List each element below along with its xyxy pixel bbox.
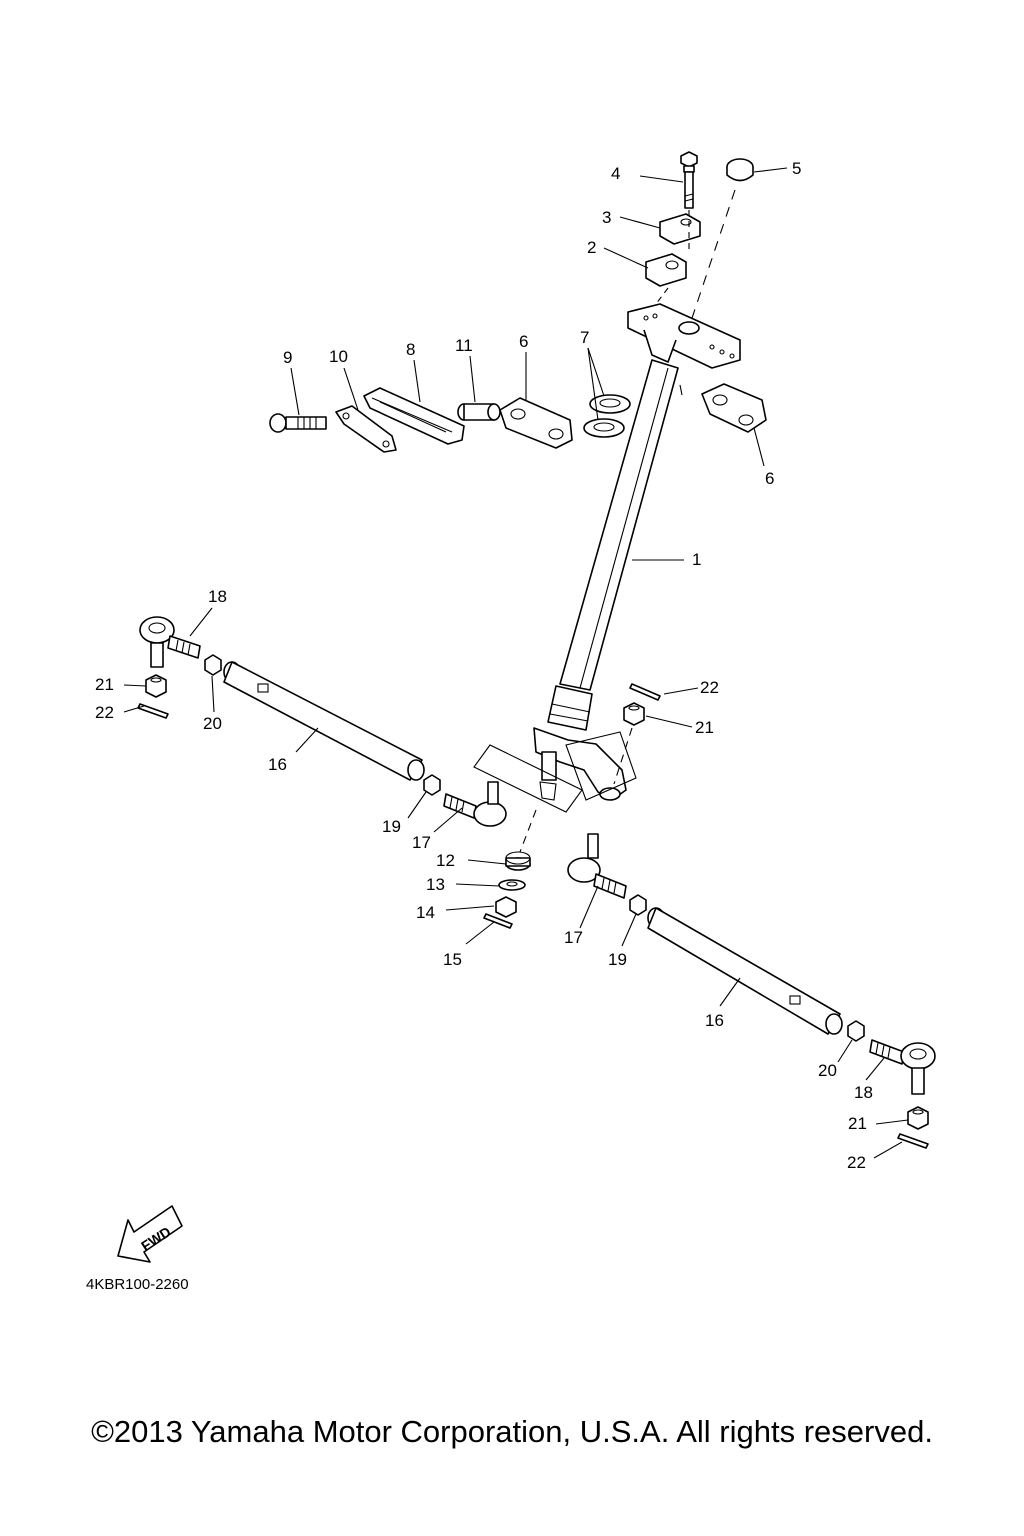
part-19-nut-left	[423, 774, 441, 796]
part-8-bracket	[363, 387, 465, 445]
part-17-tie-rod-end-inner-right	[567, 833, 627, 899]
part-16-tie-rod-left	[223, 661, 425, 781]
callout-22-left: 22	[95, 703, 114, 722]
callout-21-right-upper: 21	[695, 718, 714, 737]
part-9-bolt	[269, 413, 327, 433]
copyright-notice: ©2013 Yamaha Motor Corporation, U.S.A. A…	[91, 1414, 933, 1449]
leader-lines	[123, 167, 909, 1159]
part-21-nut-right-upper	[623, 702, 645, 726]
part-10-plate	[335, 405, 397, 453]
part-3-upper-holder	[659, 213, 701, 245]
part-22-cotter-pin-right-upper	[629, 683, 661, 701]
callout-12: 12	[436, 851, 455, 870]
part-13-washer	[498, 879, 526, 891]
callout-labels: 4 5 3 2 9 10 8 11 6 7 6 1 18 21 22 20 16…	[95, 159, 873, 1172]
callout-1: 1	[692, 550, 701, 569]
part-21-nut-right-lower	[907, 1106, 929, 1130]
part-22-cotter-pin-right-lower	[897, 1133, 929, 1149]
callout-21-right-lower: 21	[848, 1114, 867, 1133]
callout-8: 8	[406, 340, 415, 359]
callout-2: 2	[587, 238, 596, 257]
callout-20-right: 20	[818, 1061, 837, 1080]
part-code: 4KBR100-2260	[86, 1276, 189, 1293]
part-11-collar	[457, 403, 501, 421]
callout-10: 10	[329, 347, 348, 366]
part-5-cap	[726, 158, 754, 182]
callout-17-left: 17	[412, 833, 431, 852]
part-14-nut	[495, 896, 517, 918]
callout-15: 15	[443, 950, 462, 969]
callout-6-right: 6	[765, 469, 774, 488]
part-20-nut-left	[204, 654, 222, 676]
callout-14: 14	[416, 903, 435, 922]
callout-17-right: 17	[564, 928, 583, 947]
part-19-nut-right	[629, 894, 647, 916]
part-18-tie-rod-end-left	[139, 616, 201, 668]
callout-9: 9	[283, 348, 292, 367]
part-15-cotter-pin	[483, 913, 513, 929]
callout-22-right-lower: 22	[847, 1153, 866, 1172]
callout-13: 13	[426, 875, 445, 894]
part-1-steering-column	[473, 303, 741, 813]
callout-18-right: 18	[854, 1083, 873, 1102]
callout-3: 3	[602, 208, 611, 227]
callout-11: 11	[455, 336, 473, 355]
callout-16-left: 16	[268, 755, 287, 774]
part-18-tie-rod-end-right	[869, 1039, 936, 1095]
callout-20-left: 20	[203, 714, 222, 733]
part-21-nut-left	[145, 674, 167, 698]
part-22-cotter-pin-left	[137, 703, 169, 719]
part-2-lower-holder	[645, 253, 687, 287]
callout-4: 4	[611, 164, 620, 183]
callout-6-upper: 6	[519, 332, 528, 351]
part-20-nut-right	[847, 1020, 865, 1042]
part-7-washers	[583, 394, 631, 438]
callout-22-right-upper: 22	[700, 678, 719, 697]
part-6-bushing-left	[499, 397, 573, 449]
part-17-tie-rod-end-inner-left	[443, 781, 507, 827]
callout-16-right: 16	[705, 1011, 724, 1030]
fwd-arrow-icon: FWD	[117, 1205, 183, 1263]
callout-5: 5	[792, 159, 801, 178]
part-6-bushing-right	[701, 383, 767, 433]
callout-18-left: 18	[208, 587, 227, 606]
callout-21-left: 21	[95, 675, 114, 694]
part-12-collar	[505, 851, 531, 871]
callout-19-right: 19	[608, 950, 627, 969]
part-16-tie-rod-right	[647, 907, 843, 1035]
callout-7: 7	[580, 328, 589, 347]
part-4-bolt	[680, 151, 698, 209]
callout-19-left: 19	[382, 817, 401, 836]
